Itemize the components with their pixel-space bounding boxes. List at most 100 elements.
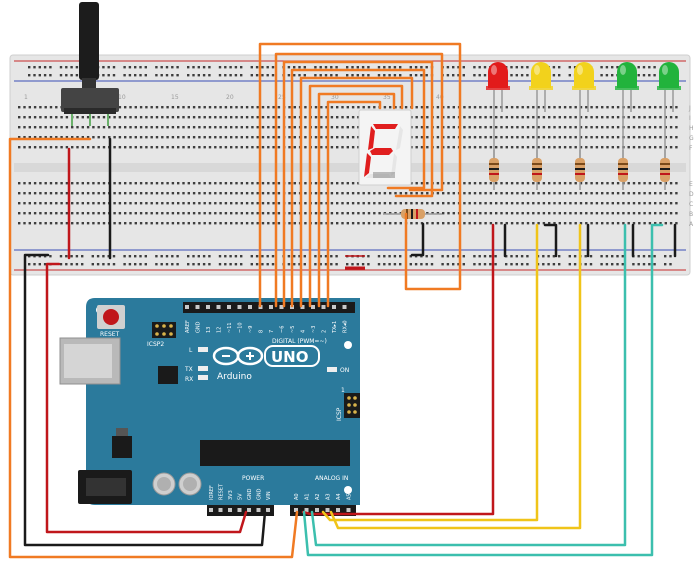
rail-hole <box>107 74 110 77</box>
breadboard-hole <box>60 192 63 195</box>
breadboard-hole <box>521 126 524 129</box>
rail-hole <box>621 255 624 258</box>
breadboard-hole <box>240 116 243 119</box>
breadboard-hole <box>325 106 328 109</box>
breadboard-hole <box>442 222 445 225</box>
breadboard-hole <box>177 212 180 215</box>
breadboard-hole <box>288 212 291 215</box>
breadboard-hole <box>489 202 493 205</box>
breadboard-hole <box>643 146 646 149</box>
icsp2-label: ICSP2 <box>147 341 164 348</box>
breadboard-hole <box>659 212 662 215</box>
rail-hole <box>547 263 550 266</box>
breadboard-hole <box>71 182 74 185</box>
reset-button-cap[interactable] <box>103 309 119 325</box>
breadboard-hole <box>473 116 477 119</box>
wire-d3-to-display <box>308 84 404 308</box>
breadboard-hole <box>28 146 31 149</box>
analog-pin <box>315 508 319 512</box>
rail-hole <box>112 263 116 266</box>
breadboard-hole <box>595 116 599 119</box>
rail-hole <box>409 255 412 258</box>
breadboard-hole <box>664 222 667 225</box>
breadboard-hole <box>537 212 540 215</box>
breadboard-hole <box>81 212 84 215</box>
breadboard-hole <box>426 212 429 215</box>
breadboard-hole <box>468 192 471 195</box>
rail-hole <box>642 74 646 77</box>
breadboard-hole <box>638 222 641 225</box>
breadboard-hole <box>166 192 169 195</box>
rail-hole <box>483 263 487 266</box>
rail-hole <box>457 263 460 266</box>
wire-a4-to-green-led-1 <box>310 223 627 547</box>
breadboard-hole <box>526 202 530 205</box>
breadboard-hole <box>55 146 58 149</box>
rail-hole <box>250 263 253 266</box>
breadboard-hole <box>267 106 270 109</box>
rail-hole <box>271 263 275 266</box>
digital-pin-label: ~11 <box>227 322 233 333</box>
breadboard-hole <box>166 212 169 215</box>
breadboard-hole <box>134 106 137 109</box>
rail-hole <box>611 255 614 258</box>
rail-hole <box>452 74 455 77</box>
breadboard-hole <box>102 222 106 225</box>
breadboard-hole <box>473 222 477 225</box>
rail-hole <box>144 255 147 258</box>
breadboard-hole <box>325 202 328 205</box>
breadboard-hole <box>341 192 344 195</box>
breadboard-hole <box>452 182 455 185</box>
breadboard-hole <box>484 146 487 149</box>
rail-hole <box>568 255 571 258</box>
breadboard-hole <box>341 222 344 225</box>
breadboard-hole <box>383 192 387 195</box>
rail-hole <box>515 74 518 77</box>
rail-hole <box>59 255 63 258</box>
breadboard-hole <box>521 212 524 215</box>
breadboard-hole <box>65 192 69 195</box>
breadboard-hole <box>542 192 546 195</box>
rail-hole <box>107 255 110 258</box>
resistor-band <box>532 173 542 175</box>
breadboard-hole <box>23 222 26 225</box>
rail-hole <box>425 66 428 69</box>
rail-hole <box>462 74 465 77</box>
breadboard-hole <box>55 202 58 205</box>
breadboard-hole <box>569 146 572 149</box>
breadboard-hole <box>23 202 26 205</box>
breadboard-hole <box>182 136 185 139</box>
breadboard-hole <box>383 212 387 215</box>
breadboard-hole <box>611 222 614 225</box>
breadboard-hole <box>373 106 376 109</box>
rail-hole <box>314 66 317 69</box>
rail-hole <box>425 263 428 266</box>
rail-hole <box>637 74 640 77</box>
rail-hole <box>155 255 158 258</box>
breadboard-hole <box>192 182 196 185</box>
breadboard-hole <box>654 202 657 205</box>
breadboard-hole <box>505 126 508 129</box>
breadboard-hole <box>404 202 408 205</box>
display-label-area <box>373 172 395 178</box>
breadboard-hole <box>187 146 190 149</box>
breadboard-hole <box>675 182 678 185</box>
rail-hole <box>510 66 513 69</box>
breadboard-hole <box>145 106 148 109</box>
breadboard-hole <box>505 136 508 139</box>
breadboard-hole <box>182 202 185 205</box>
rail-hole <box>425 74 428 77</box>
breadboard-hole <box>516 212 519 215</box>
breadboard-hole <box>484 182 487 185</box>
breadboard-hole <box>473 146 477 149</box>
breadboard-hole <box>102 116 106 119</box>
led-highlight <box>534 65 540 75</box>
breadboard-hole <box>49 212 53 215</box>
breadboard-hole <box>155 146 159 149</box>
breadboard-hole <box>426 126 429 129</box>
breadboard-hole <box>558 202 561 205</box>
rail-hole <box>648 66 651 69</box>
breadboard-hole <box>632 146 636 149</box>
breadboard-hole <box>638 116 641 119</box>
breadboard-hole <box>171 222 175 225</box>
